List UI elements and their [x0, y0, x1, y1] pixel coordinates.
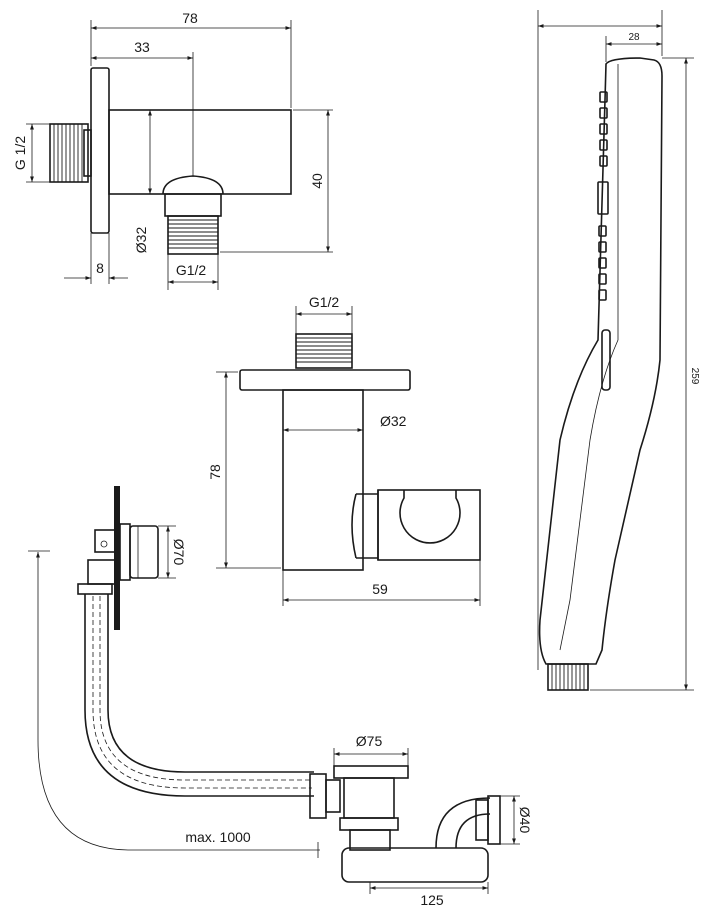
elbow-outlet-thread	[167, 215, 219, 255]
bath-wall	[114, 486, 120, 630]
bath-waste-view: Ø70 Ø75 Ø40	[28, 486, 533, 908]
dim-holder-thread: G1/2	[309, 294, 340, 310]
dim-holder-height: 78	[207, 464, 223, 480]
hand-shower-buttons	[597, 91, 611, 391]
dim-shower-width: 28	[628, 32, 640, 43]
shower-holder-view: G1/2 Ø32 78 59	[207, 294, 481, 606]
dim-shower-length: 259	[689, 368, 700, 385]
holder-thread	[295, 333, 353, 369]
dim-elbow-thread: G 1/2	[12, 136, 28, 170]
hand-shower-thread	[547, 663, 589, 691]
elbow-flange	[90, 67, 110, 234]
holder-column	[282, 389, 364, 571]
waste-hose	[84, 594, 314, 797]
elbow-dome	[162, 175, 224, 195]
holder-plate	[239, 369, 411, 391]
dim-outlet-diameter: Ø40	[517, 807, 533, 834]
dim-holder-depth: 59	[372, 581, 388, 597]
wall-elbow-view: 78 33 G 1/2 40 Ø32 G1/2 8	[12, 10, 333, 290]
overflow-assembly	[77, 523, 159, 595]
dim-elbow-diameter: Ø32	[133, 227, 149, 254]
dim-elbow-flange: 8	[96, 260, 104, 276]
hand-shower-view: 28 259	[537, 10, 700, 691]
dim-elbow-width: 78	[182, 10, 198, 26]
dim-overflow-diameter: Ø70	[171, 539, 187, 566]
dim-elbow-offset: 33	[134, 39, 150, 55]
wall-thread	[49, 123, 92, 183]
siphon-assembly	[333, 765, 501, 883]
elbow-body	[108, 109, 292, 195]
dim-holder-diameter: Ø32	[380, 413, 407, 429]
dim-siphon-diameter: Ø75	[356, 733, 383, 749]
dim-elbow-height: 40	[309, 173, 325, 189]
dim-elbow-outlet-thread: G1/2	[176, 262, 207, 278]
dim-max-length: max. 1000	[185, 829, 251, 845]
holder-cradle	[351, 489, 481, 561]
hand-shower-body	[538, 57, 663, 665]
dim-siphon-length: 125	[420, 892, 444, 908]
